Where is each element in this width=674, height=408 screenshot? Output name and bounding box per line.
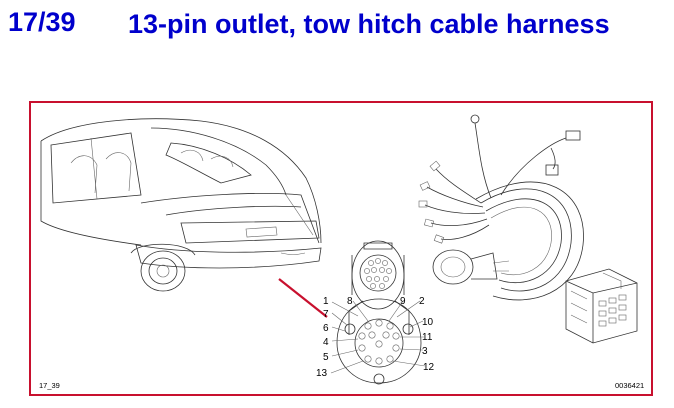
pin-labels: 1 7 6 4 5 13 8 9 2 10 11 3 12	[316, 296, 435, 379]
pin-label-11: 11	[422, 332, 433, 343]
pin-label-5: 5	[323, 352, 329, 363]
pointer-arrow	[278, 278, 328, 318]
figure-id-label: 17_39	[39, 381, 60, 390]
pin-label-13: 13	[316, 368, 328, 379]
socket-front-view	[351, 240, 405, 310]
pin-label-4: 4	[323, 337, 329, 348]
socket-pin-layout	[330, 298, 426, 385]
pin-label-12: 12	[423, 362, 435, 373]
pin-label-7: 7	[323, 309, 329, 320]
pin-label-3: 3	[422, 346, 428, 357]
diagram-canvas: 1 7 6 4 5 13 8 9 2 10 11 3 12	[39, 114, 644, 390]
page-title: 13-pin outlet, tow hitch cable harness	[128, 9, 610, 39]
car-illustration	[40, 118, 322, 292]
connector-block-illustration	[565, 268, 638, 344]
pin-label-10: 10	[422, 317, 434, 328]
page-number: 17/39	[8, 7, 76, 37]
drawing-number-label: 0036421	[615, 381, 644, 390]
pin-label-9: 9	[400, 296, 406, 307]
diagram-frame: 1 7 6 4 5 13 8 9 2 10 11 3 12	[29, 101, 653, 396]
pin-label-8: 8	[347, 296, 353, 307]
pin-label-1: 1	[323, 296, 329, 307]
pin-label-2: 2	[419, 296, 425, 307]
pin-label-6: 6	[323, 323, 329, 334]
cable-harness-illustration	[418, 114, 584, 301]
